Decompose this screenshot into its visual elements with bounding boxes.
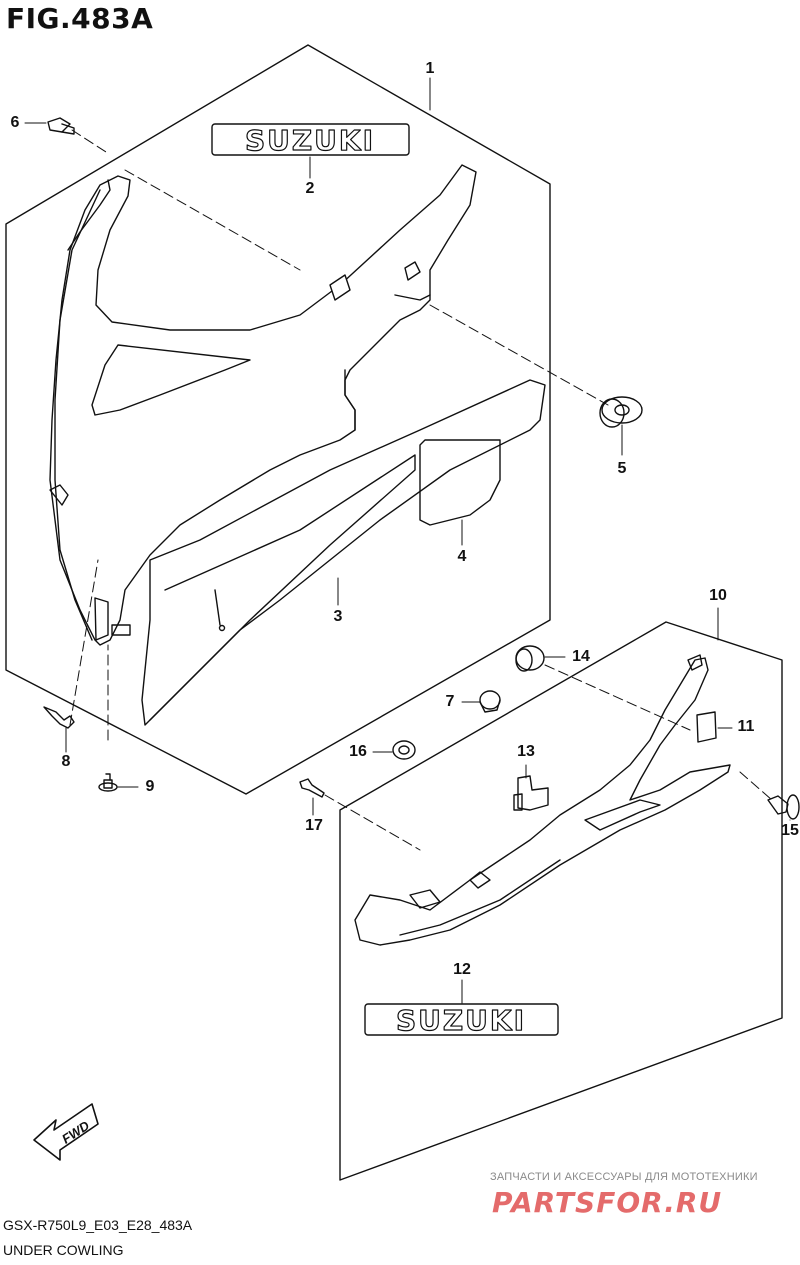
callout-8: 8	[61, 753, 71, 770]
grommet-part	[599, 396, 643, 428]
upper-suzuki-emblem: SUZUKI	[211, 123, 410, 158]
screw-part-17	[299, 778, 325, 798]
callout-16: 16	[349, 743, 367, 760]
lower-emblem-text: SUZUKI	[396, 1004, 526, 1037]
cap-part-7	[479, 690, 501, 713]
lower-suzuki-emblem: SUZUKI	[364, 1003, 559, 1038]
callout-12: 12	[453, 961, 471, 978]
assembly-lines	[69, 129, 773, 851]
fwd-arrow-icon: FWD	[33, 1103, 99, 1161]
upper-assembly-frame	[5, 44, 551, 795]
clip-part-13	[513, 775, 549, 811]
figure-title: FIG.483A	[6, 2, 154, 35]
watermark-tagline: ЗАПЧАСТИ И АКСЕССУАРЫ ДЛЯ МОТОТЕХНИКИ	[490, 1171, 758, 1183]
section-name: UNDER COWLING	[3, 1242, 124, 1258]
upper-emblem-text: SUZUKI	[245, 124, 375, 157]
under-cowling-panel	[49, 164, 546, 726]
lower-assembly-frame	[339, 621, 783, 1181]
grommet-part-14	[515, 645, 545, 672]
callout-7: 7	[445, 693, 455, 710]
callout-6: 6	[10, 114, 20, 131]
callout-2: 2	[305, 180, 315, 197]
callout-15: 15	[781, 822, 799, 839]
callout-14: 14	[572, 648, 590, 665]
tag-part-11	[696, 711, 717, 743]
nut-part-16	[392, 740, 416, 760]
bolt-part-15	[767, 794, 800, 820]
side-panel	[419, 439, 501, 526]
bolt-part-6	[47, 117, 75, 135]
callout-17: 17	[305, 817, 323, 834]
callout-9: 9	[145, 778, 155, 795]
callout-5: 5	[617, 460, 627, 477]
callout-1: 1	[425, 60, 435, 77]
watermark-logo: PARTSFOR.RU	[492, 1186, 723, 1219]
lower-cowling-panel	[354, 654, 731, 946]
callout-10: 10	[709, 587, 727, 604]
callout-11: 11	[737, 718, 755, 735]
bolt-part-8	[43, 706, 75, 729]
callout-13: 13	[517, 743, 535, 760]
leader-lines	[24, 77, 791, 1004]
fastener-part-9	[98, 773, 118, 792]
model-code: GSX-R750L9_E03_E28_483A	[3, 1217, 193, 1233]
callout-4: 4	[457, 548, 467, 565]
callout-3: 3	[333, 608, 343, 625]
